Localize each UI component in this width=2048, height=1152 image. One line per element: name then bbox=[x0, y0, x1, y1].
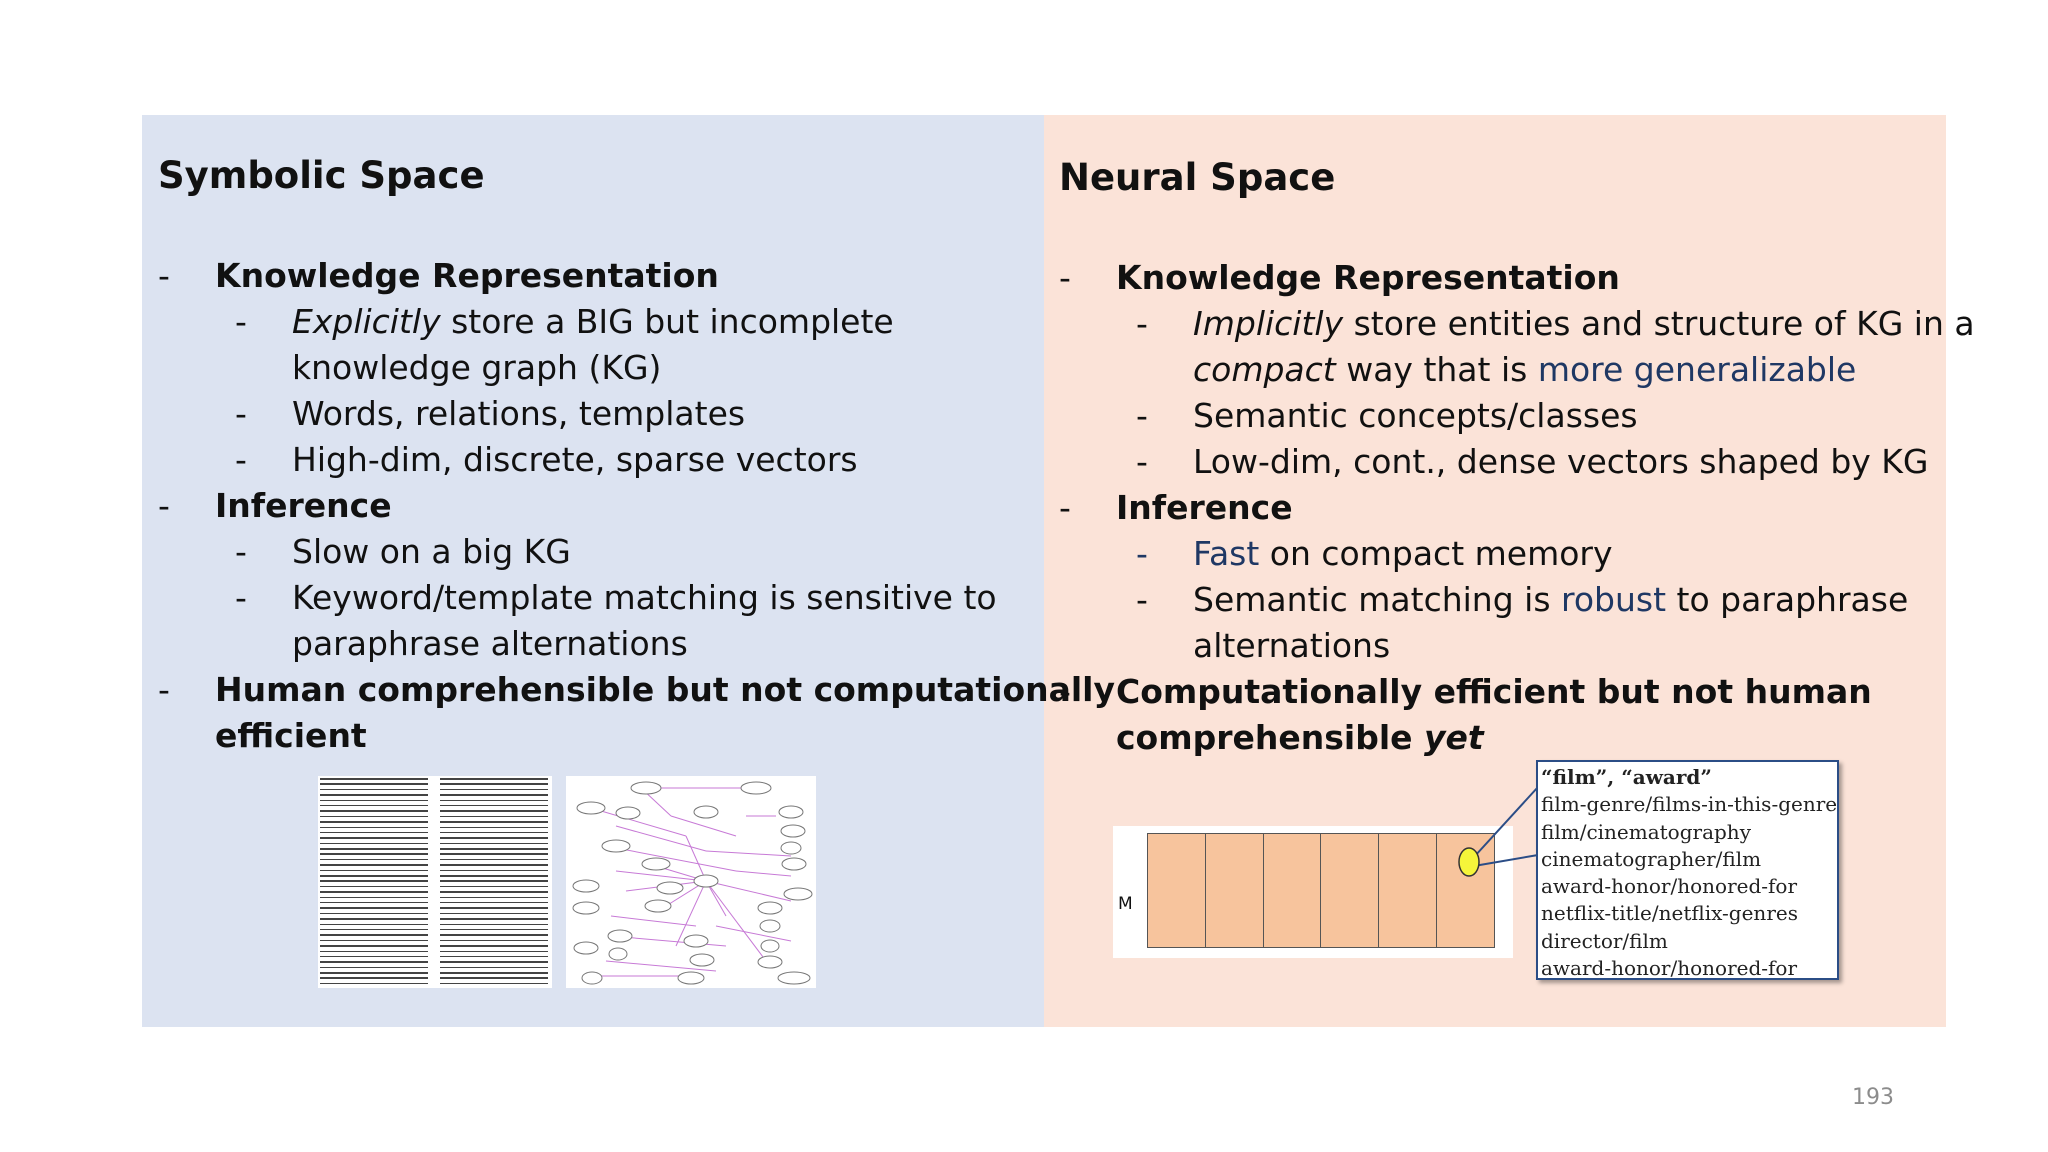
semantic-graph-thumbnail bbox=[566, 776, 816, 988]
right-semantic-matching-item: Semantic matching is robust to paraphras… bbox=[1193, 580, 1909, 619]
bullet-dash: - bbox=[1059, 488, 1071, 527]
left-slow-item: Slow on a big KG bbox=[292, 532, 571, 571]
relation-callout-box: “film”, “award” film-genre/films-in-this… bbox=[1536, 760, 1839, 980]
embedding-cell bbox=[1321, 834, 1380, 947]
right-semantic-concepts-item: Semantic concepts/classes bbox=[1193, 396, 1638, 435]
text-passage-thumbnail bbox=[318, 776, 552, 988]
bullet-dash: - bbox=[1136, 534, 1148, 573]
left-keyword-matching-item: Keyword/template matching is sensitive t… bbox=[292, 578, 997, 617]
bullet-dash: - bbox=[158, 256, 170, 295]
bullet-dash: - bbox=[235, 394, 247, 433]
left-knowledge-representation-heading: Knowledge Representation bbox=[215, 256, 719, 295]
right-computationally-efficient-heading: Computationally efficient but not human bbox=[1116, 672, 1872, 711]
bullet-dash: - bbox=[235, 578, 247, 617]
embedding-cell bbox=[1437, 834, 1494, 947]
embedding-cell bbox=[1148, 834, 1206, 947]
callout-query: “film”, “award” bbox=[1541, 765, 1712, 789]
bullet-dash: - bbox=[1136, 442, 1148, 481]
slide-page-number: 193 bbox=[1852, 1085, 1894, 1110]
bullet-dash: - bbox=[235, 532, 247, 571]
matrix-label: M bbox=[1118, 894, 1133, 914]
left-inference-heading: Inference bbox=[215, 486, 392, 525]
bullet-dash: - bbox=[158, 670, 170, 709]
right-knowledge-representation-heading: Knowledge Representation bbox=[1116, 258, 1620, 297]
right-semantic-matching-item-cont: alternations bbox=[1193, 626, 1391, 665]
neural-space-title: Neural Space bbox=[1059, 156, 1336, 199]
embedding-cell bbox=[1379, 834, 1438, 947]
bullet-dash: - bbox=[158, 486, 170, 525]
bullet-dash: - bbox=[1136, 396, 1148, 435]
callout-relation: cinematographer/film bbox=[1541, 846, 1762, 871]
left-high-dim-item: High-dim, discrete, sparse vectors bbox=[292, 440, 858, 479]
left-human-comprehensible-heading: Human comprehensible but not computation… bbox=[215, 670, 1116, 709]
embedding-cell bbox=[1263, 834, 1322, 947]
embedding-matrix bbox=[1147, 833, 1495, 948]
callout-relation: netflix-title/netflix-genres bbox=[1541, 901, 1798, 926]
left-words-relations-item: Words, relations, templates bbox=[292, 394, 746, 433]
left-keyword-matching-item-cont: paraphrase alternations bbox=[292, 624, 688, 663]
right-low-dim-item: Low-dim, cont., dense vectors shaped by … bbox=[1193, 442, 1929, 481]
callout-relation: film-genre/films-in-this-genre bbox=[1541, 792, 1838, 817]
bullet-dash: - bbox=[1059, 258, 1071, 297]
left-explicit-store-item: Explicitly store a BIG but incomplete bbox=[292, 302, 894, 341]
bullet-dash: - bbox=[1059, 672, 1071, 711]
callout-relation: award-honor/honored-for bbox=[1541, 956, 1798, 981]
embedding-cell bbox=[1205, 834, 1264, 947]
callout-relation: award-honor/honored-for bbox=[1541, 874, 1798, 899]
right-fast-item: Fast on compact memory bbox=[1193, 534, 1613, 573]
callout-relation: film/cinematography bbox=[1541, 819, 1751, 844]
right-inference-heading: Inference bbox=[1116, 488, 1293, 527]
callout-relation: director/film bbox=[1541, 928, 1668, 953]
right-implicit-store-item-cont: compact way that is more generalizable bbox=[1193, 350, 1857, 389]
left-explicit-store-item-cont: knowledge graph (KG) bbox=[292, 348, 662, 387]
bullet-dash: - bbox=[1136, 304, 1148, 343]
bullet-dash: - bbox=[235, 302, 247, 341]
semantic-graph-illustration bbox=[572, 781, 813, 985]
right-implicit-store-item: Implicitly store entities and structure … bbox=[1193, 304, 1975, 343]
bullet-dash: - bbox=[235, 440, 247, 479]
symbolic-space-title: Symbolic Space bbox=[158, 154, 485, 197]
bullet-dash: - bbox=[1136, 580, 1148, 619]
left-human-comprehensible-heading-cont: efficient bbox=[215, 716, 367, 755]
right-computationally-efficient-heading-cont: comprehensible yet bbox=[1116, 718, 1484, 757]
